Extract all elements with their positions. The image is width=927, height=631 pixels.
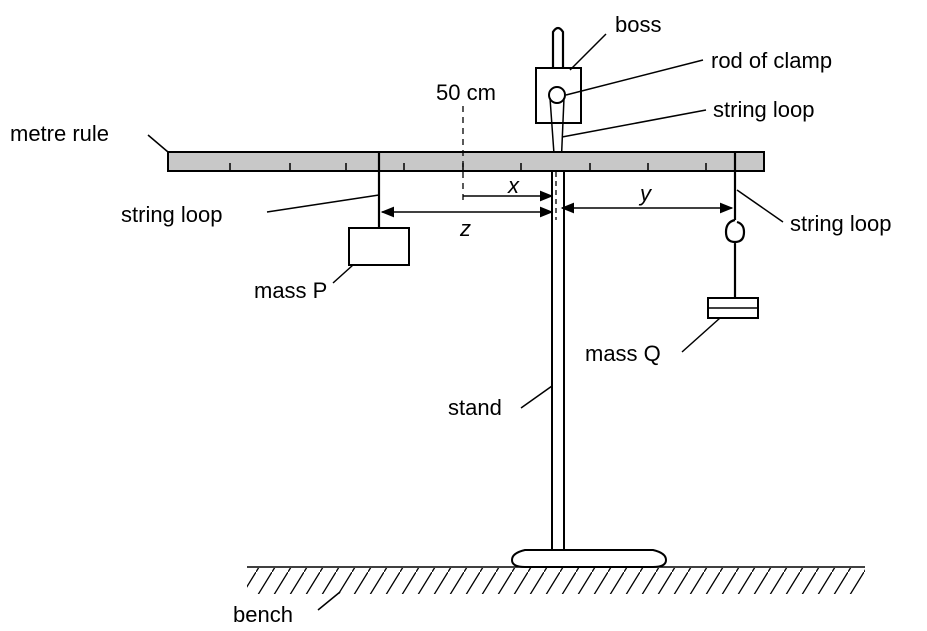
label-mass-p: mass P [254, 278, 327, 303]
metre-rule [167, 151, 765, 172]
bench-leader [317, 591, 341, 611]
string-loop-right-leader [736, 189, 784, 223]
label-bench: bench [233, 602, 293, 627]
mass-q [707, 297, 759, 319]
label-string-loop-left: string loop [121, 202, 223, 227]
metre-rule-leader [147, 134, 169, 153]
bench [247, 566, 865, 594]
stand-leader [520, 385, 553, 409]
mass-q-hook [724, 218, 746, 298]
mass-q-leader [681, 317, 721, 353]
label-metre-rule: metre rule [10, 121, 109, 146]
mass-p-leader [332, 264, 354, 284]
boss-leader [569, 33, 607, 71]
string-loop-top-leader [561, 109, 707, 138]
label-stand: stand [448, 395, 502, 420]
clamp-rod-end [548, 86, 566, 104]
mass-p [348, 227, 410, 266]
label-string-loop-right: string loop [790, 211, 892, 236]
label-y: y [638, 181, 653, 206]
label-x: x [507, 173, 520, 198]
label-mass-q: mass Q [585, 341, 661, 366]
clamp-rod-top [551, 26, 565, 68]
label-50cm: 50 cm [436, 80, 496, 105]
string-loop-left-leader [266, 194, 380, 213]
label-boss: boss [615, 12, 661, 37]
stand [510, 167, 668, 568]
label-z: z [459, 216, 471, 241]
rod-of-clamp-leader [565, 59, 704, 96]
label-rod-of-clamp: rod of clamp [711, 48, 832, 73]
label-string-loop-top: string loop [713, 97, 815, 122]
